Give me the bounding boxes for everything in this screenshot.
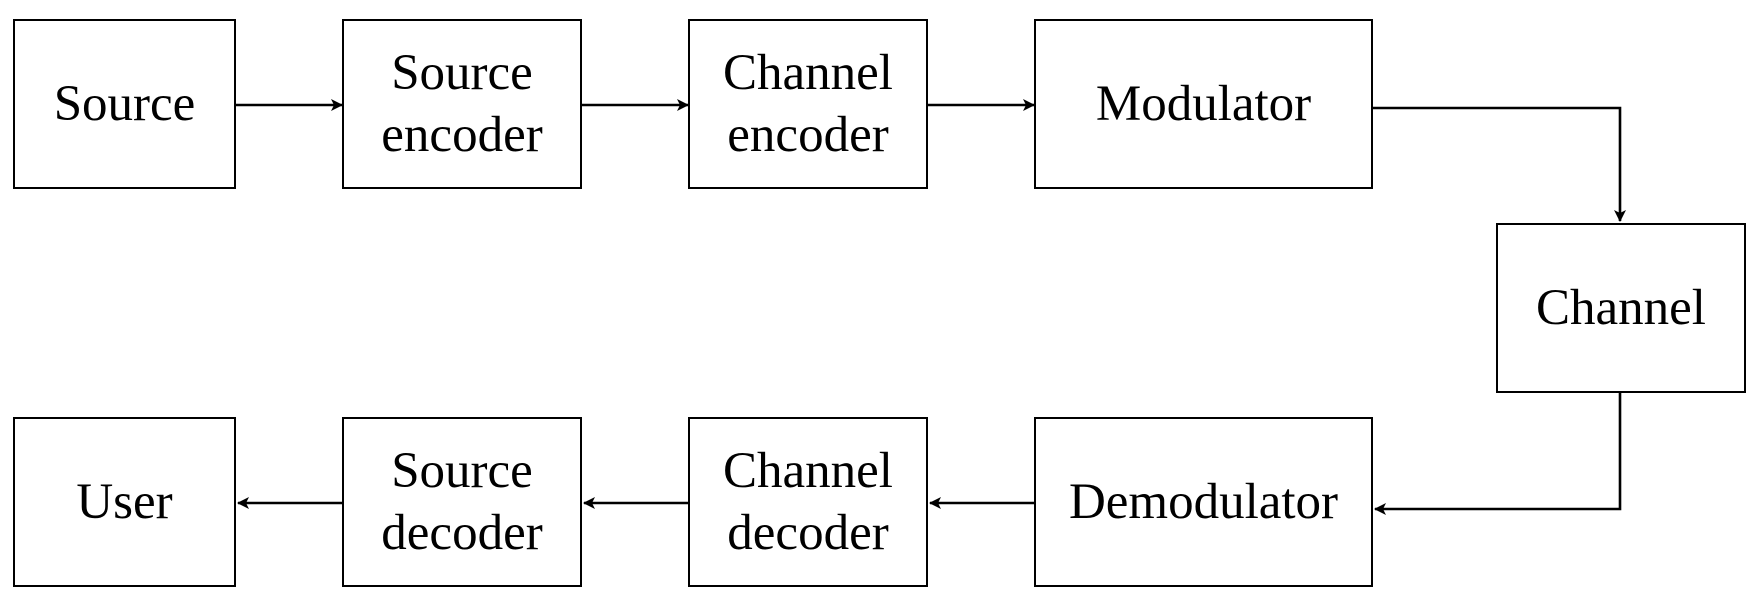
modulator-block: Modulator bbox=[1034, 19, 1373, 189]
source-label: Source bbox=[53, 76, 196, 132]
channel-label: Channel bbox=[1536, 280, 1706, 336]
demodulator-block: Demodulator bbox=[1034, 417, 1373, 587]
channel-block: Channel bbox=[1496, 223, 1746, 393]
source-block: Source bbox=[13, 19, 236, 189]
source-encoder-label: Source encoder bbox=[381, 45, 543, 163]
source-encoder-block: Source encoder bbox=[342, 19, 582, 189]
user-label: User bbox=[76, 474, 173, 530]
user-block: User bbox=[13, 417, 236, 587]
channel-decoder-block: Channel decoder bbox=[688, 417, 928, 587]
channel-encoder-label: Channel encoder bbox=[723, 45, 893, 163]
arrow-modulator-to-channel bbox=[1373, 106, 1626, 222]
channel-decoder-label: Channel decoder bbox=[723, 443, 893, 561]
source-decoder-label: Source decoder bbox=[381, 443, 543, 561]
modulator-label: Modulator bbox=[1095, 76, 1312, 132]
source-decoder-block: Source decoder bbox=[342, 417, 582, 587]
demodulator-label: Demodulator bbox=[1068, 474, 1339, 530]
channel-encoder-block: Channel encoder bbox=[688, 19, 928, 189]
arrow-channel-to-demodulator bbox=[1374, 393, 1622, 515]
